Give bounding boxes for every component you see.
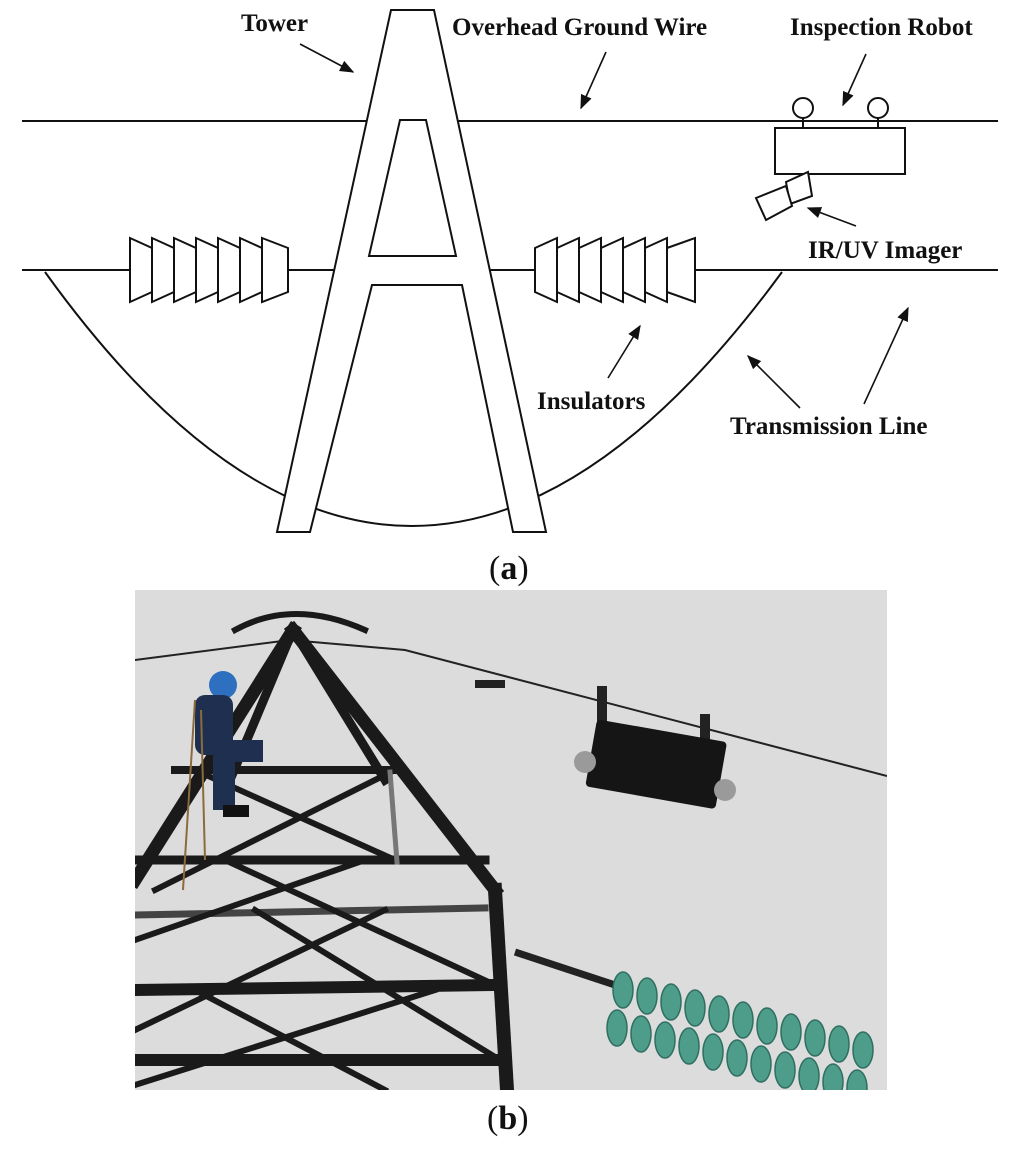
schematic-diagram: Tower Overhead Ground Wire Inspection Ro… <box>22 9 998 533</box>
photo-robot-on-line <box>135 590 887 1090</box>
photo-overhead-wire <box>135 638 887 777</box>
photo-worker <box>182 671 263 891</box>
arrow-transmission-line-sag <box>746 354 801 409</box>
photo-insulators <box>513 948 874 1090</box>
arrow-robot <box>842 53 867 107</box>
inspection-robot <box>754 97 906 222</box>
arrow-insulators <box>607 324 641 379</box>
label-tower: Tower <box>241 10 308 37</box>
arrow-ground-wire <box>580 51 607 110</box>
transmission-line-sag <box>44 271 783 527</box>
photo-inspection-robot <box>475 680 736 809</box>
label-ir-uv-imager: IR/UV Imager <box>808 237 962 264</box>
insulator-string-left <box>129 236 289 304</box>
label-transmission-line: Transmission Line <box>730 413 928 440</box>
label-inspection-robot: Inspection Robot <box>790 14 973 41</box>
insulator-string-right <box>534 236 696 304</box>
arrow-transmission-line <box>863 306 909 405</box>
caption-a: (a) <box>489 550 529 587</box>
caption-b: (b) <box>487 1100 529 1137</box>
arrow-tower <box>299 43 355 73</box>
worker-helmet-icon <box>209 671 237 699</box>
label-insulators: Insulators <box>537 388 646 415</box>
label-ground-wire: Overhead Ground Wire <box>452 14 707 41</box>
arrow-imager <box>806 207 857 227</box>
